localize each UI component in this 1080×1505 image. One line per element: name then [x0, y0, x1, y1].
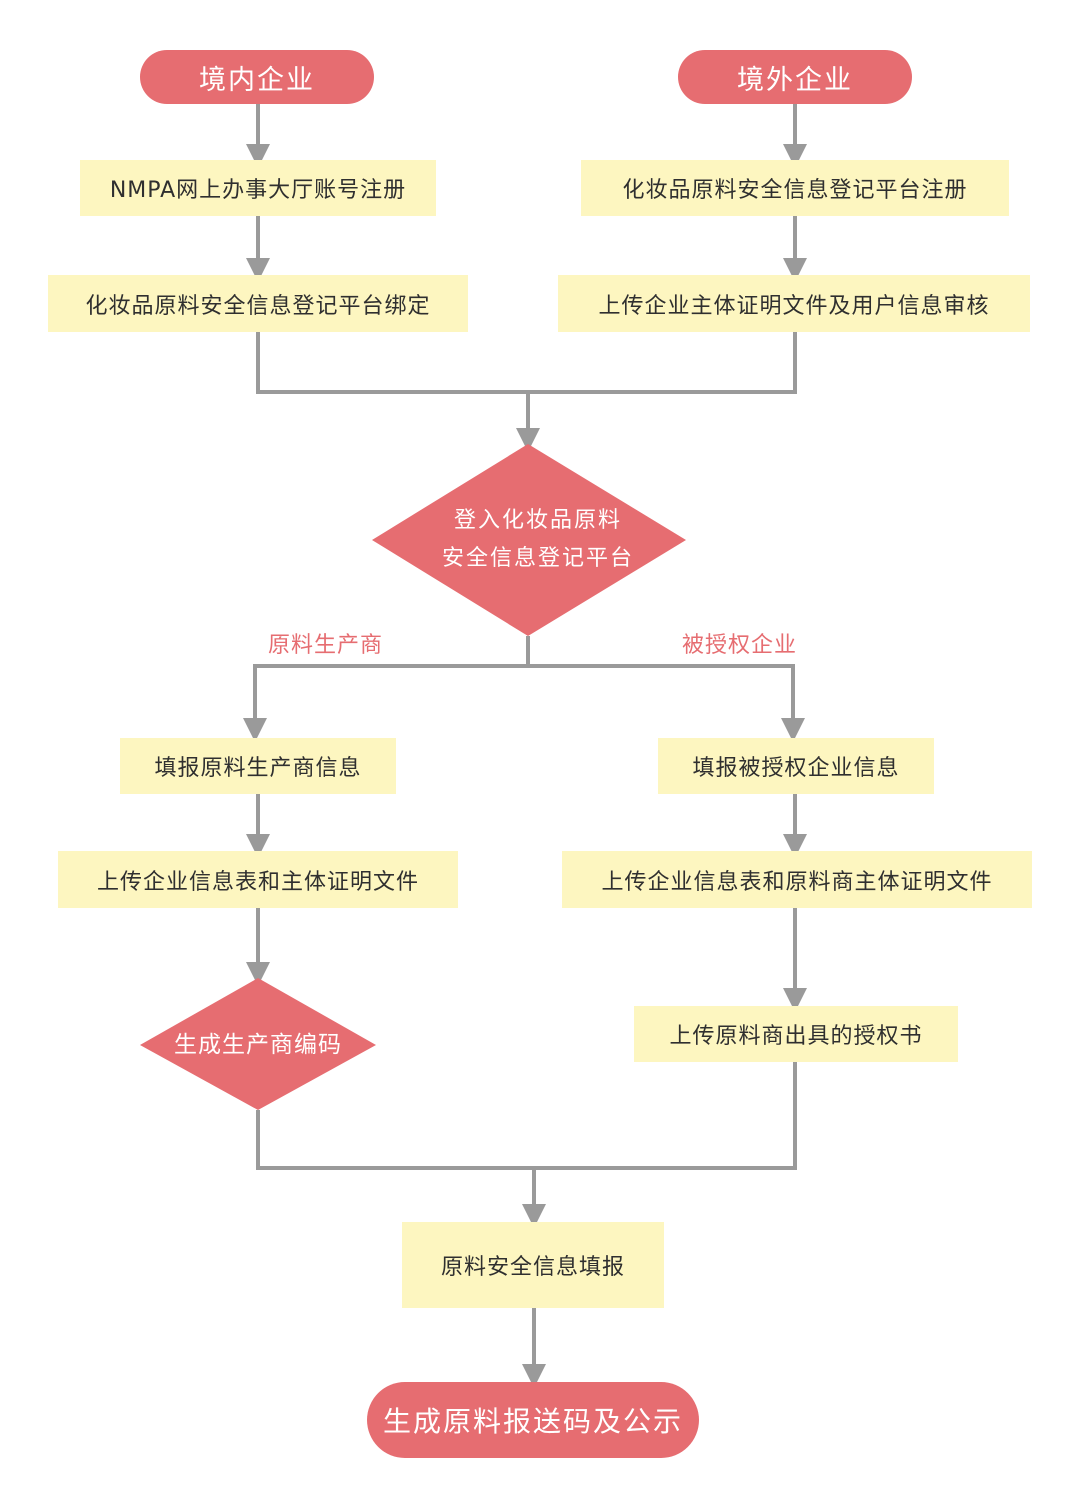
domestic-enterprise-node: 境内企业	[140, 50, 374, 104]
fill-manufacturer-info-box: 填报原料生产商信息	[120, 738, 396, 794]
connector-split-left	[253, 664, 795, 735]
manufacturer-code-label: 生成生产商编码	[174, 1032, 342, 1058]
upload-proof-review-box: 上传企业主体证明文件及用户信息审核	[558, 275, 1030, 332]
login-decision-line1: 登入化妆品原料	[453, 508, 622, 533]
login-decision-diamond	[372, 444, 686, 636]
fill-authorized-info-box: 填报被授权企业信息	[658, 738, 934, 794]
code-decision-diamond	[140, 978, 376, 1110]
nmpa-account-register-box: NMPA网上办事大厅账号注册	[80, 160, 436, 216]
upload-info-proof-box: 上传企业信息表和主体证明文件	[58, 851, 458, 908]
upload-authorization-letter-box: 上传原料商出具的授权书	[634, 1006, 958, 1062]
overseas-enterprise-node: 境外企业	[678, 50, 912, 104]
upload-supplier-proof-box: 上传企业信息表和原料商主体证明文件	[562, 851, 1032, 908]
platform-bind-box: 化妆品原料安全信息登记平台绑定	[48, 275, 468, 332]
branch-label-manufacturer: 原料生产商	[268, 633, 384, 658]
generate-submission-code-node: 生成原料报送码及公示	[367, 1382, 699, 1458]
connector-merge-bottom	[256, 1062, 797, 1170]
connector-merge-to-login	[256, 332, 797, 394]
login-decision-label: 登入化妆品原料 安全信息登记平台	[410, 502, 666, 578]
branch-label-authorized: 被授权企业	[682, 633, 798, 658]
safety-info-fill-box: 原料安全信息填报	[402, 1222, 664, 1308]
platform-register-box: 化妆品原料安全信息登记平台注册	[581, 160, 1009, 216]
login-decision-line2: 安全信息登记平台	[441, 546, 634, 571]
